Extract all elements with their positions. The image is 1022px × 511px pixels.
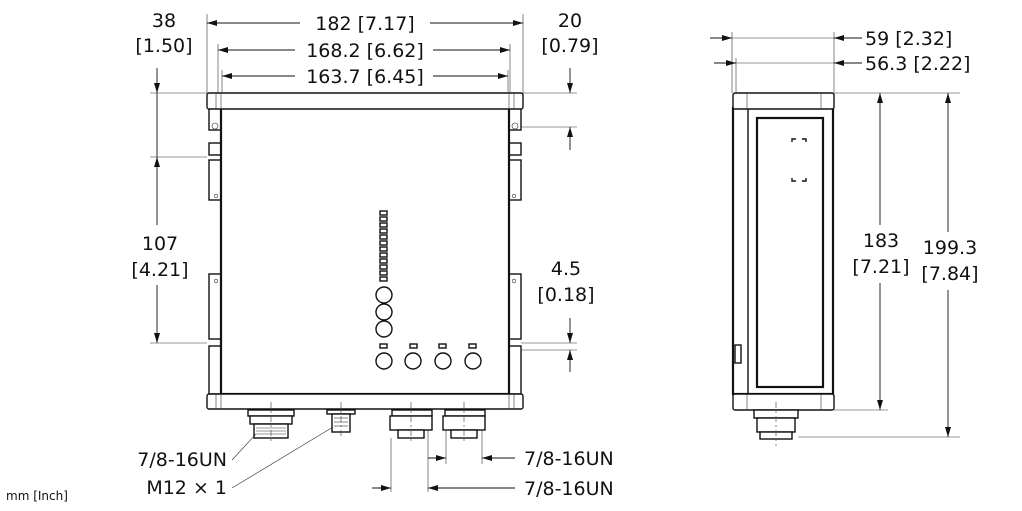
dim-4-5-mm: 4.5 (551, 258, 581, 280)
dim-20 (521, 68, 577, 150)
label-connector-right-1: 7/8-16UN (524, 448, 614, 470)
leader-line (231, 433, 257, 461)
connector-m12 (326, 402, 356, 438)
leader-line (231, 426, 334, 489)
button-circle (375, 303, 393, 321)
side-window (755, 116, 825, 389)
dim-163-7: 163.7 [6.45] (306, 66, 424, 88)
connector-7-8-left (247, 402, 295, 444)
label-connector-left: 7/8-16UN (137, 449, 227, 471)
dim-connector-spacing (372, 430, 515, 492)
connector-7-8-right-1 (389, 402, 433, 444)
button-circle (375, 320, 393, 338)
dim-4-5 (521, 318, 577, 372)
led-segment (379, 228, 388, 234)
led-segment (379, 270, 388, 276)
dim-height-overall (798, 93, 960, 438)
dim-107-inch: [4.21] (131, 259, 188, 281)
sensor-marks (791, 138, 807, 182)
units-label: mm [Inch] (6, 489, 68, 503)
dim-width-overall: 182 [7.17] (206, 13, 524, 93)
dim-20-inch: [0.79] (541, 35, 598, 57)
side-bottom-cover (732, 393, 835, 411)
side-view (710, 32, 960, 446)
dim-height-body (834, 92, 960, 411)
side-connector (753, 402, 799, 446)
led-segment (379, 210, 388, 216)
led-segment (379, 222, 388, 228)
dim-depth-body (714, 58, 862, 93)
dim-199-3-mm: 199.3 (923, 237, 977, 259)
housing-body (219, 106, 511, 396)
front-view-labels: 168.2 [6.62] 163.7 [6.45] (306, 40, 424, 88)
front-view: 182 [7.17] (150, 13, 577, 492)
dim-width-inner (221, 70, 509, 93)
dim-107-mm: 107 (142, 233, 178, 255)
side-switch (734, 344, 742, 364)
indicator-column (375, 286, 393, 338)
dim-width-mid (217, 44, 511, 93)
led-segment (379, 264, 388, 270)
dim-182: 182 [7.17] (315, 13, 414, 35)
bottom-cover (206, 393, 524, 410)
label-connector-right-2: 7/8-16UN (524, 478, 614, 500)
led-segment (379, 246, 388, 252)
dim-38-inch: [1.50] (135, 35, 192, 57)
dim-59: 59 [2.32] (865, 28, 952, 50)
led-segment (379, 234, 388, 240)
left-mount-bracket (208, 107, 222, 395)
led-segment (379, 276, 388, 282)
dim-56-3: 56.3 [2.22] (865, 53, 970, 75)
led-segment (379, 216, 388, 222)
dim-183-mm: 183 (863, 230, 899, 252)
side-top-cover (732, 92, 835, 110)
dim-168-2: 168.2 [6.62] (306, 40, 424, 62)
top-cover (206, 92, 524, 110)
connector-7-8-right-2 (442, 402, 486, 444)
status-leds-row (375, 343, 482, 370)
dim-depth-overall (710, 32, 862, 93)
dim-183-inch: [7.21] (852, 256, 909, 278)
led-bar-graph (379, 210, 388, 282)
led-segment (379, 258, 388, 264)
led-segment (379, 240, 388, 246)
dim-38 (150, 68, 207, 158)
led-segment (379, 252, 388, 258)
dim-38-mm: 38 (152, 10, 176, 32)
label-connector-m12: M12 × 1 (146, 477, 227, 499)
dim-107 (150, 157, 207, 344)
dim-199-3-inch: [7.84] (921, 263, 978, 285)
dim-20-mm: 20 (558, 10, 582, 32)
dim-4-5-inch: [0.18] (537, 284, 594, 306)
right-mount-bracket (508, 107, 522, 395)
button-circle (375, 286, 393, 304)
